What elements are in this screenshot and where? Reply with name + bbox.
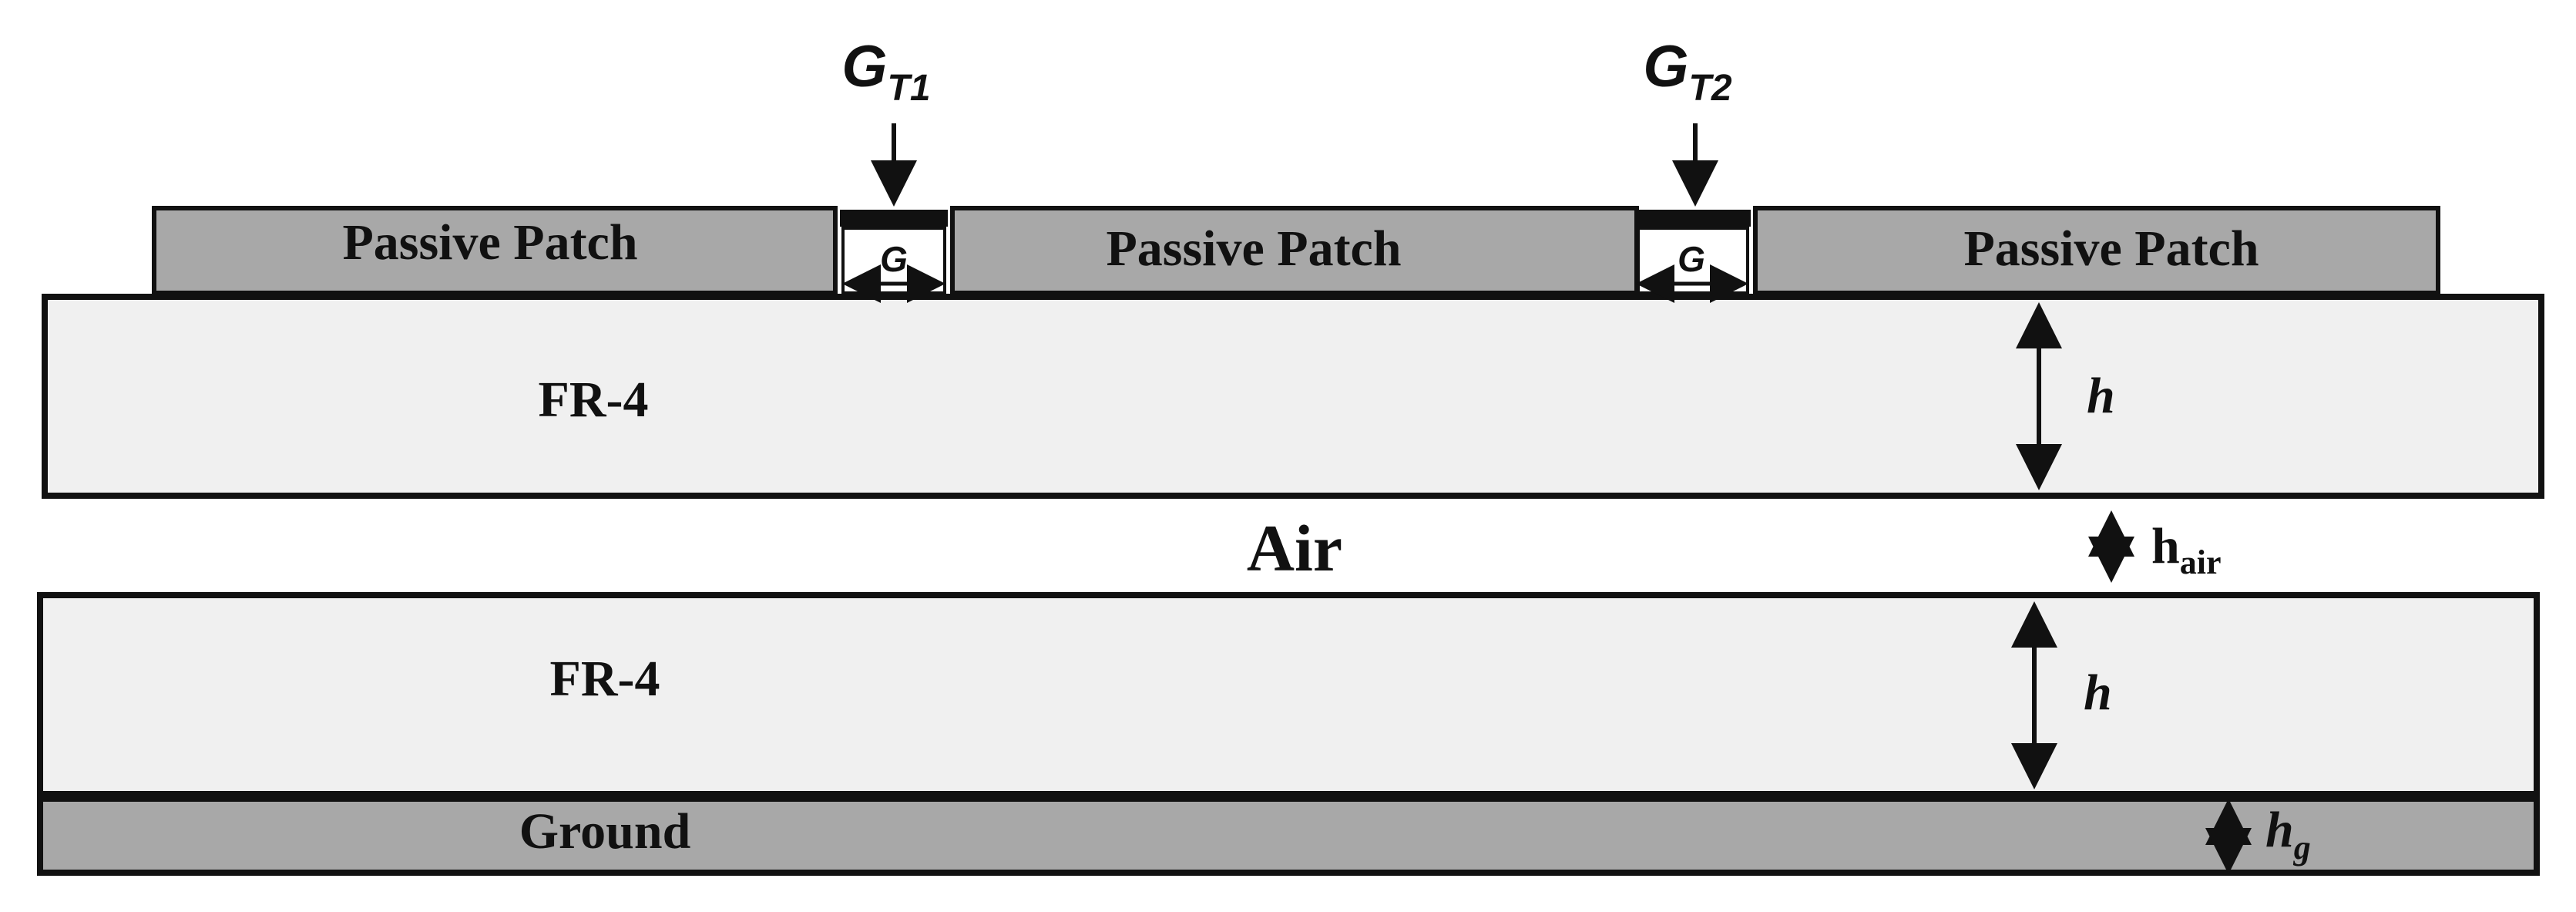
substrate-top-label: FR-4: [539, 372, 649, 428]
gap-1-conductor: [840, 210, 948, 227]
passive-patch-2: [950, 206, 1639, 295]
gap-2-label: GT2: [1643, 34, 1731, 109]
air-label: Air: [1247, 511, 1342, 585]
h-bottom-label: h: [2084, 665, 2112, 721]
substrate-top: [42, 294, 2544, 499]
h-air-label: hair: [2151, 518, 2221, 581]
substrate-bottom-label: FR-4: [550, 651, 660, 707]
ground-layer: [37, 796, 2540, 876]
passive-patch-2-label: Passive Patch: [1106, 220, 1401, 277]
h-top-label: h: [2087, 368, 2115, 424]
passive-patch-3: [1753, 206, 2440, 295]
gap-1-label: GT1: [841, 34, 930, 109]
passive-patch-3-label: Passive Patch: [1963, 220, 2259, 277]
passive-patch-1: [152, 206, 838, 295]
h-ground-label: hg: [2265, 802, 2311, 867]
passive-patch-1-label: Passive Patch: [342, 214, 637, 271]
ground-label: Ground: [519, 803, 691, 860]
gap-2-conductor: [1635, 210, 1751, 227]
gap-2-width-label: G: [1678, 239, 1705, 279]
gap-1-width-label: G: [880, 239, 908, 279]
substrate-bottom: [37, 592, 2540, 797]
